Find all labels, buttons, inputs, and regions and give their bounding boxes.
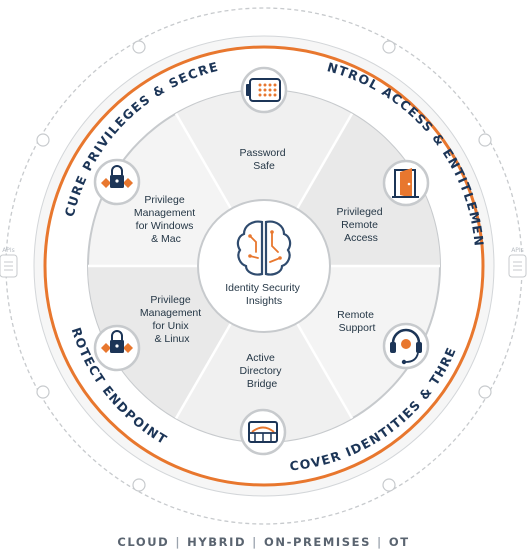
lock-shield-icon [101,165,133,188]
safe-keypad-icon [246,78,281,102]
footer-item-ot: OT [388,535,410,549]
segment-label-privilege-management-windows-mac: Privilege Management for Windows & Mac [134,194,198,245]
badge-privilege-management-windows-mac[interactable] [93,158,141,206]
brain-circuit-icon [236,220,292,276]
door-icon [392,168,419,198]
lock-shield-icon [101,330,133,353]
outer-ring-nodes [36,40,492,492]
badge-remote-support[interactable] [382,322,430,370]
footer-item-on-premises: ON-PREMISES [263,535,372,549]
headset-icon [390,328,422,365]
api-label-right: APIs [511,247,524,254]
segment-label-active-directory-bridge: Active Directory Bridge [240,352,285,390]
api-tag-left: APIs [0,247,18,278]
footer-item-hybrid: HYBRID [187,535,247,549]
footer-separator: | [175,535,182,549]
segment-label-remote-support: Remote Support [337,309,377,334]
footer-item-cloud: CLOUD [117,535,170,549]
bridge-icon [248,421,278,443]
segment-label-password-safe: Password Safe [239,147,288,172]
badge-password-safe[interactable] [240,66,288,114]
segment-label-privilege-management-unix-linux: Privilege Management for Unix & Linux [140,294,204,345]
badge-active-directory-bridge[interactable] [239,408,287,456]
segment-label-privileged-remote-access: Privileged Remote Access [336,206,385,244]
footer-separator: | [377,535,383,549]
center-label: Identity Security Insights [225,282,303,307]
center-hub [197,199,331,333]
badge-privileged-remote-access[interactable] [382,159,430,207]
deployment-footer: CLOUD | HYBRID | ON-PREMISES | OT [0,535,527,549]
api-label-left: APIs [2,247,15,254]
badge-privilege-management-unix-linux[interactable] [93,324,141,372]
api-tag-right: APIs [508,247,527,278]
footer-separator: | [252,535,258,549]
